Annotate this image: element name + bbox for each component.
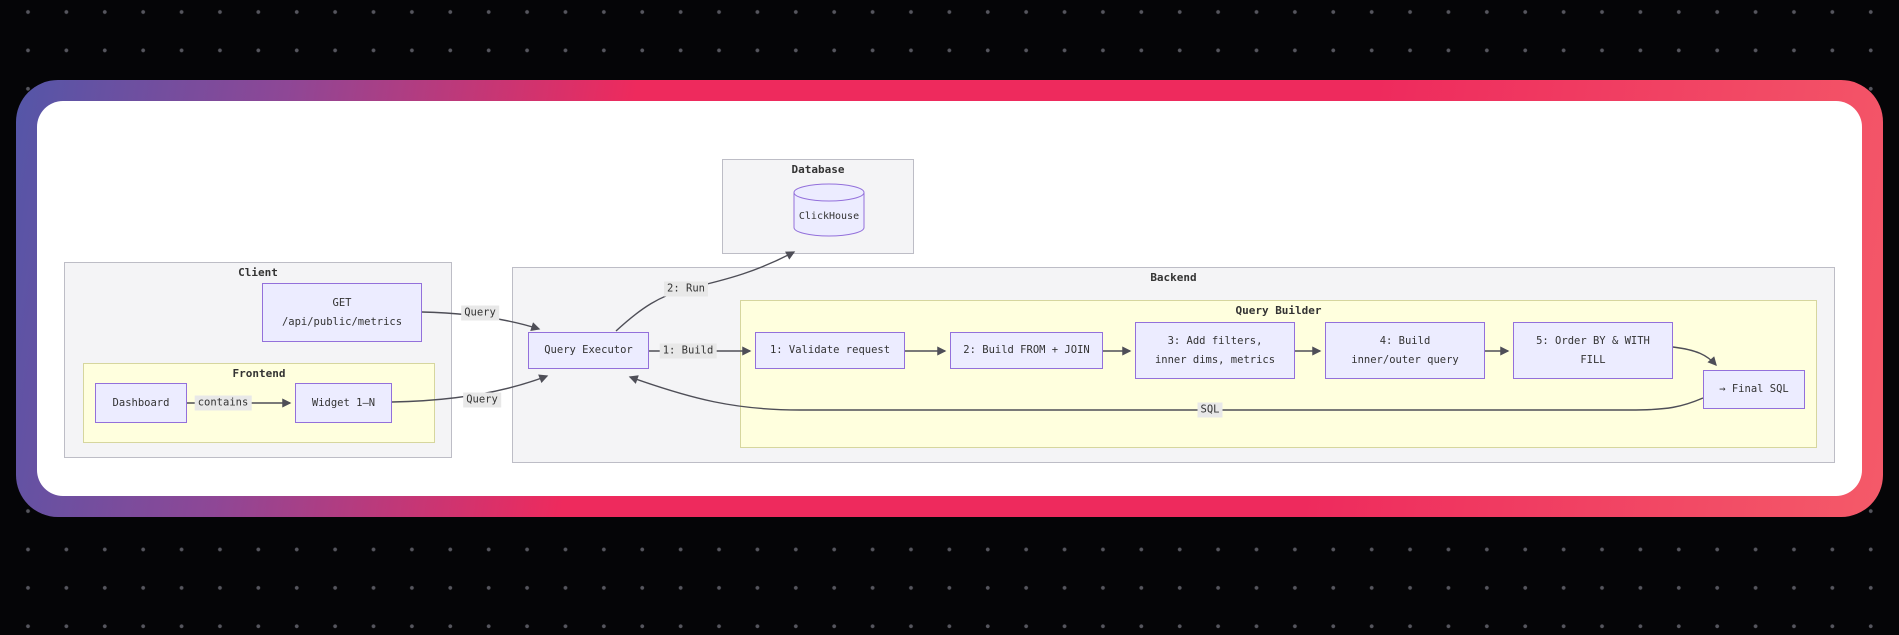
cluster-database-title: Database <box>791 163 845 176</box>
query-executor-node-label: Query Executor <box>544 344 633 356</box>
get-api-node: GET /api/public/metrics <box>262 283 422 342</box>
clickhouse-node-label: ClickHouse <box>798 211 860 222</box>
add-filters-node-line2: inner dims, metrics <box>1154 353 1276 366</box>
edge-label-query-widget: Query <box>463 392 501 408</box>
cluster-frontend-title: Frontend <box>232 367 286 380</box>
build-inner-outer-node: 4: Build inner/outer query <box>1325 322 1485 379</box>
edge-label-sql: SQL <box>1197 402 1223 418</box>
build-inner-outer-node-line2: inner/outer query <box>1351 353 1459 366</box>
cluster-backend-title: Backend <box>1150 271 1197 284</box>
order-by-fill-node-line2: FILL <box>1580 353 1606 366</box>
add-filters-node: 3: Add filters, inner dims, metrics <box>1135 322 1295 379</box>
get-api-node-line2: /api/public/metrics <box>281 315 403 328</box>
build-inner-outer-node-line1: 4: Build <box>1379 334 1431 347</box>
cylinder-shape-icon <box>793 183 865 237</box>
edge-label-query-get: Query <box>461 305 499 321</box>
edge-label-build: 1: Build <box>659 343 717 359</box>
order-by-fill-node-line1: 5: Order BY & WITH <box>1536 334 1650 347</box>
widget-node-label: Widget 1–N <box>311 396 376 409</box>
widget-node: Widget 1–N <box>295 383 392 423</box>
dashboard-node-label: Dashboard <box>112 396 170 409</box>
validate-request-node: 1: Validate request <box>755 332 905 369</box>
edge-label-contains: contains <box>194 395 252 411</box>
build-from-join-node-label: 2: Build FROM + JOIN <box>963 344 1090 356</box>
add-filters-node-line1: 3: Add filters, <box>1167 334 1263 347</box>
cluster-database: Database <box>722 159 914 254</box>
final-sql-node: → Final SQL <box>1703 370 1805 409</box>
clickhouse-node: ClickHouse <box>793 183 865 237</box>
order-by-fill-node: 5: Order BY & WITH FILL <box>1513 322 1673 379</box>
validate-request-node-label: 1: Validate request <box>769 344 891 356</box>
cluster-client-title: Client <box>238 266 278 279</box>
get-api-node-line1: GET <box>332 296 352 309</box>
final-sql-node-label: → Final SQL <box>1719 383 1789 395</box>
build-from-join-node: 2: Build FROM + JOIN <box>950 332 1103 369</box>
query-executor-node: Query Executor <box>528 332 649 369</box>
dashboard-node: Dashboard <box>95 383 187 423</box>
cluster-query-builder-title: Query Builder <box>1235 304 1322 317</box>
edge-label-run: 2: Run <box>664 281 708 297</box>
